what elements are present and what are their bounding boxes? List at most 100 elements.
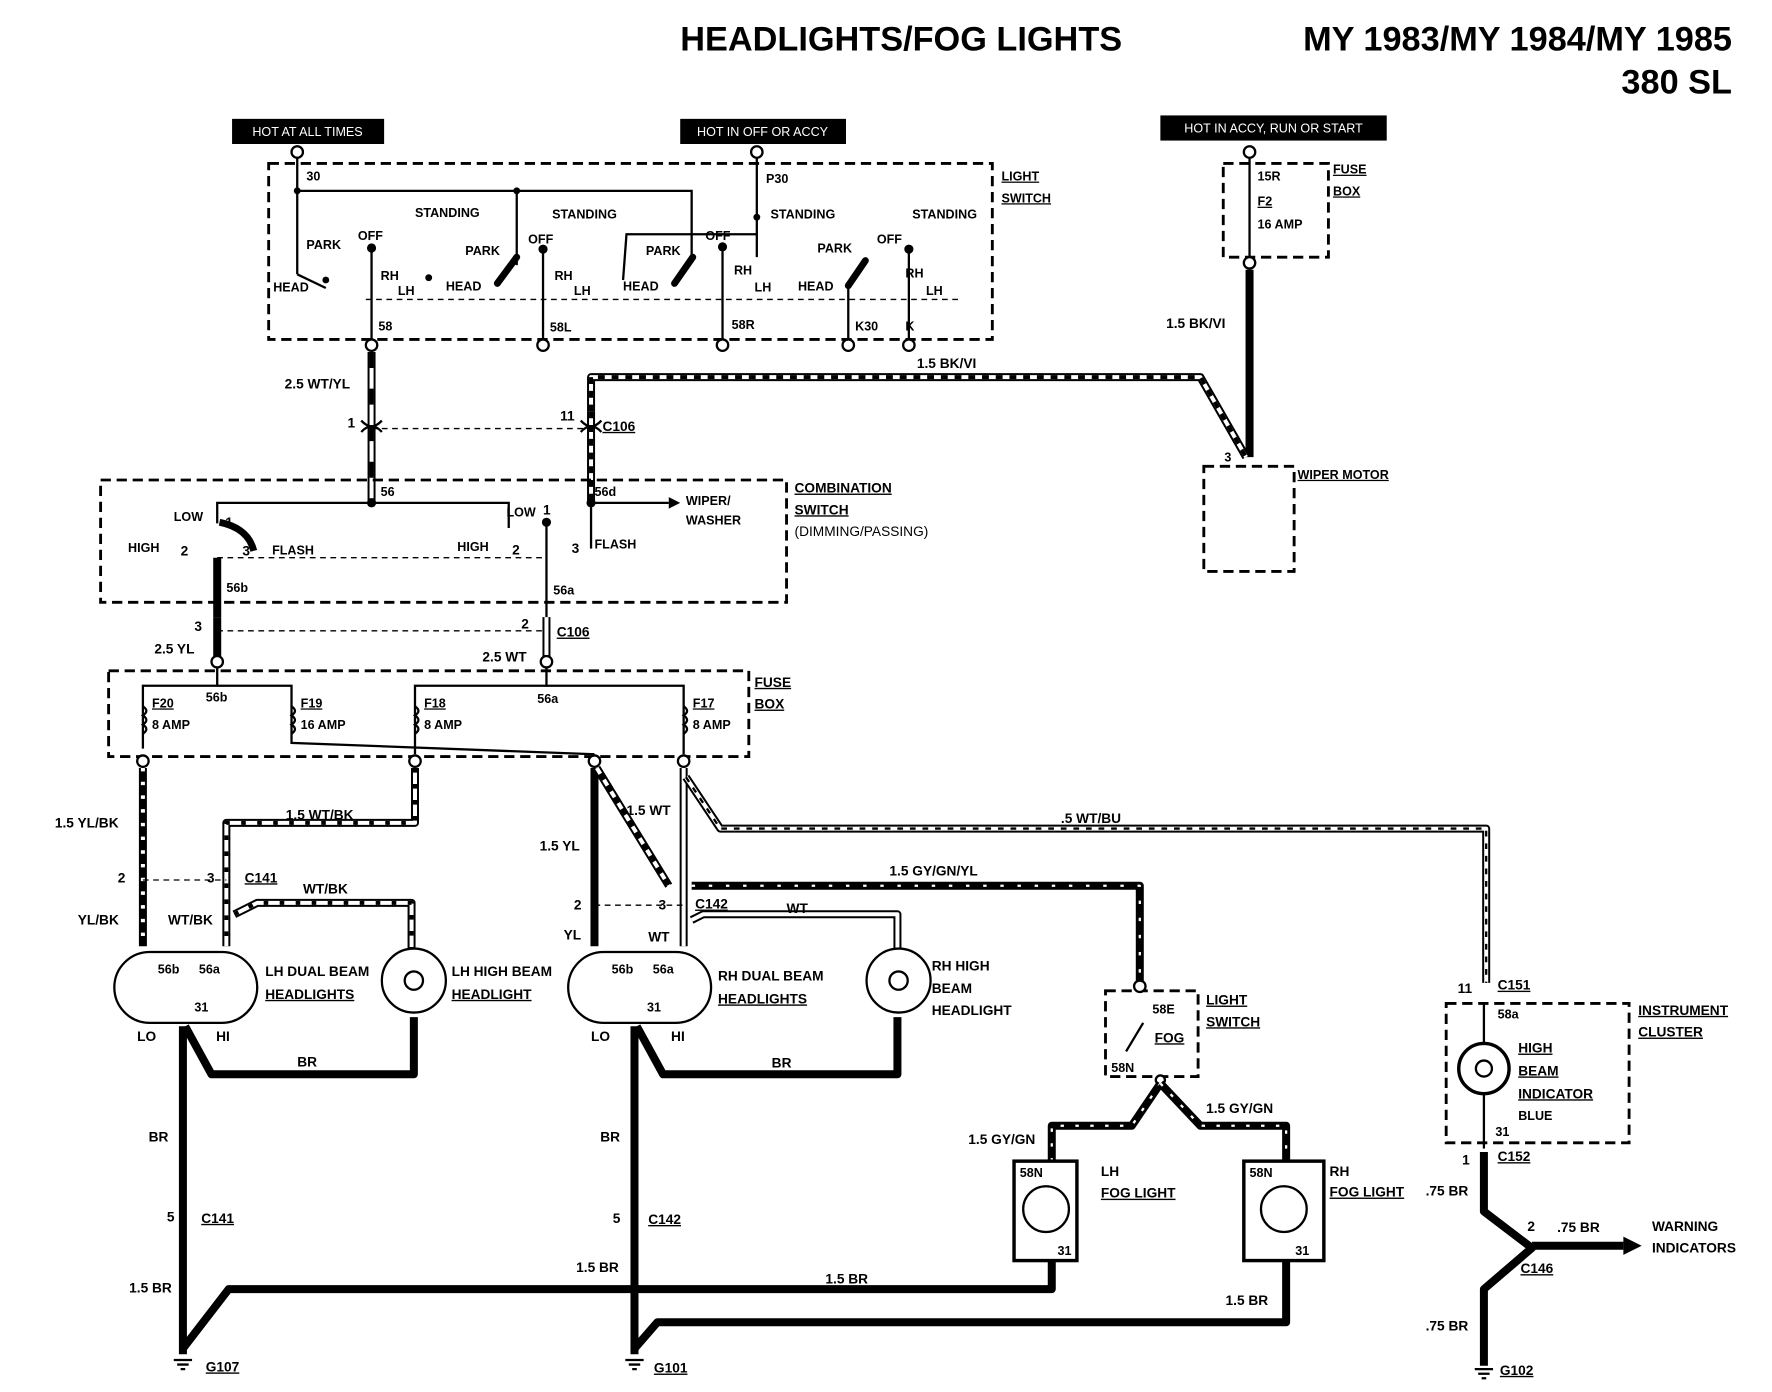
diagram-polyline	[141, 667, 219, 749]
combination-flash-label: FLASH	[272, 543, 314, 557]
wires-wt25-label: 2.5 WT	[482, 650, 527, 665]
connectors-p3-label: 3	[658, 898, 666, 913]
model-years: MY 1983/MY 1984/MY 1985	[1303, 20, 1732, 58]
fuse-box-t56b-label: 56b	[206, 691, 228, 705]
hot-in-accy-run-start-label: HOT IN ACCY, RUN OR START	[1160, 115, 1387, 141]
diagram-path	[218, 518, 258, 552]
light-switch-lh-label: LH	[574, 284, 591, 298]
diagram-polyline	[297, 189, 693, 263]
light-switch-head-label: HEAD	[446, 279, 482, 293]
wiper-motor: WIPER MOTOR 3	[1202, 451, 1389, 573]
light-switch-tk30-label: K30	[855, 319, 878, 333]
fuse-top-fuse-label: F2	[1258, 195, 1273, 209]
headlights-rh-high2-label: BEAM	[932, 981, 972, 996]
light-switch-park-label: PARK	[646, 244, 681, 258]
diagram-circle	[1474, 1059, 1494, 1078]
light-switch-t58l-label: 58L	[550, 320, 572, 334]
diagram-rect	[1202, 464, 1296, 573]
diagram-polyline	[587, 373, 1250, 460]
connectors-p5-label: 5	[613, 1211, 621, 1226]
fog-t58N-label: 58N	[1250, 1166, 1273, 1180]
diagram-polyline	[546, 684, 685, 755]
diagram-polyline	[233, 900, 414, 949]
wire-1-5-bk-vi: 1.5 BK/VI 1.5 BK/VI	[587, 269, 1254, 460]
diagram-polyline	[222, 768, 419, 947]
diagram-line	[493, 253, 521, 287]
connectors-c142-label: C142	[695, 897, 728, 912]
diagram-circle	[210, 654, 225, 669]
connectors-p2-label: 2	[521, 617, 529, 632]
light-switch-rh-label: RH	[554, 269, 572, 283]
headlights-rh-high3-label: HEADLIGHT	[932, 1003, 1013, 1018]
diagram-polyline	[682, 774, 1491, 983]
light-switch-standing-label: STANDING	[552, 207, 617, 221]
fog-sw1-label: LIGHT	[1206, 993, 1248, 1008]
diagram-polyline	[633, 1017, 902, 1079]
wires-br75-label: .75 BR	[1426, 1183, 1469, 1198]
connectors-c141-label: C141	[201, 1211, 234, 1226]
combination-switch: COMBINATION SWITCH (DIMMING/PASSING) 56 …	[99, 478, 928, 618]
connectors-p3-label: 3	[194, 619, 202, 634]
light-switch-off-label: OFF	[877, 232, 902, 246]
light-switch-park-label: PARK	[465, 244, 500, 258]
wires-wt15-label: 1.5 WT	[626, 803, 671, 818]
light-switch-park-label: PARK	[306, 238, 341, 252]
diagram-circle	[380, 947, 448, 1014]
light-switch: LIGHT SWITCH 30 P30 HEAD PARK OFF STANDI…	[267, 145, 1051, 352]
diagram-polygon	[1623, 1236, 1642, 1255]
headlights-rh-high1-label: RH HIGH	[932, 958, 990, 973]
diagram-circle	[1242, 145, 1257, 159]
diagram-path	[173, 1358, 193, 1371]
fuse-top-amp-label: 16 AMP	[1258, 218, 1303, 232]
wires-wt-label: WT	[648, 930, 670, 945]
light-switch-t30-label: 30	[306, 170, 320, 184]
combination-p3-label: 3	[242, 543, 250, 558]
connectors-p2-label: 2	[118, 870, 126, 885]
headlights-hi-label: HI	[671, 1029, 685, 1044]
headlights-hi-label: HI	[216, 1029, 230, 1044]
connectors-p11-label: 11	[560, 409, 575, 424]
diagram-circle	[403, 970, 425, 991]
headlights-t56a-label: 56a	[653, 963, 675, 977]
diagram-circle	[1457, 1041, 1511, 1096]
wires-gygn-label: 1.5 GY/GN	[968, 1132, 1035, 1147]
headlights-lh-high2-label: HEADLIGHT	[452, 987, 533, 1002]
wires-br15-label: 1.5 BR	[1226, 1293, 1269, 1308]
diagram-circle	[364, 338, 379, 352]
fog-t58e-label: 58E	[1152, 1003, 1174, 1017]
grounds-g102-label: G102	[1500, 1363, 1534, 1378]
diagram-rect	[1160, 115, 1387, 141]
combination-p1-label: 1	[225, 515, 233, 530]
model-name: 380 SL	[1621, 64, 1732, 102]
fuse-box-t56a-label: 56a	[537, 692, 559, 706]
connector-c106-top: 1 11 C106	[348, 409, 636, 434]
ground-g107: G107	[173, 1358, 240, 1374]
headlights-rh-dual2-label: HEADLIGHTS	[718, 991, 807, 1006]
wires-br15-label: 1.5 BR	[129, 1281, 172, 1296]
diagram-rect	[1012, 1159, 1079, 1263]
combination-t56d-label: 56d	[594, 485, 616, 499]
diagram-circle	[408, 754, 422, 768]
light-switch-tp30-label: P30	[766, 172, 788, 186]
diagram-polyline	[684, 776, 1489, 983]
diagram-line	[671, 253, 697, 287]
light-switch-head-label: HEAD	[623, 279, 659, 293]
diagram-circle	[715, 338, 730, 352]
diagram-title: HEADLIGHTS/FOG LIGHTS	[680, 20, 1122, 58]
connectors-p5-label: 5	[167, 1210, 175, 1225]
cluster-label2-label: CLUSTER	[1638, 1025, 1703, 1040]
diagram-polyline	[589, 375, 1248, 459]
fog-t31-label: 31	[1057, 1244, 1071, 1258]
light-switch-lh-label: LH	[398, 284, 415, 298]
cluster-color-label: BLUE	[1518, 1109, 1552, 1123]
fog-t31-label: 31	[1295, 1244, 1309, 1258]
diagram-path	[1474, 1368, 1494, 1380]
wires-yl15-label: 1.5 YL	[540, 838, 580, 853]
power-hot-off-label: HOT IN OFF OR ACCY	[697, 125, 829, 139]
wire-1-5-gy-gn-yl: 1.5 GY/GN/YL	[691, 863, 1144, 981]
